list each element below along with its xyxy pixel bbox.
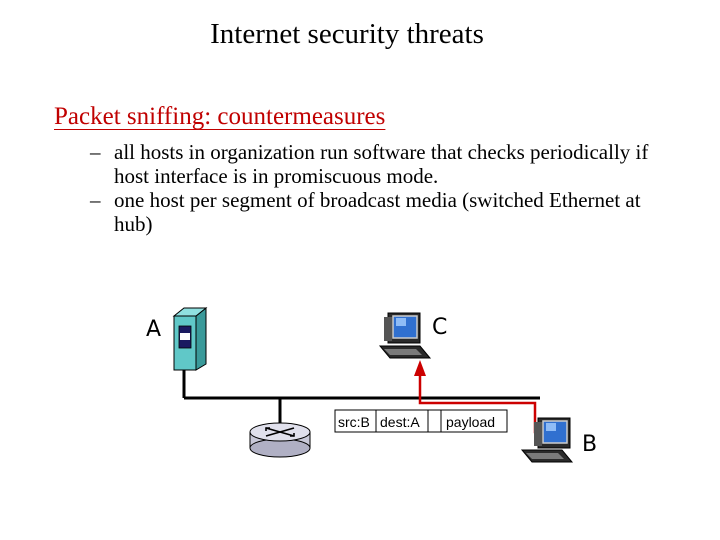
packet-dest: dest:A xyxy=(380,414,420,430)
packet-outline xyxy=(334,409,508,433)
server-icon xyxy=(172,306,208,371)
bullet-text: all hosts in organization run software t… xyxy=(114,140,649,188)
host-c-label: C xyxy=(432,315,447,340)
sniff-arrowhead xyxy=(414,360,426,376)
computer-icon xyxy=(520,417,574,463)
bullet-item: – all hosts in organization run software… xyxy=(90,140,650,188)
host-b-label: B xyxy=(582,432,597,457)
computer-icon xyxy=(378,312,432,359)
bullet-item: – one host per segment of broadcast medi… xyxy=(90,188,650,236)
slide-subheading: Packet sniffing: countermeasures xyxy=(54,103,386,130)
host-a-label: A xyxy=(146,317,161,342)
slide-title: Internet security threats xyxy=(210,18,484,50)
packet-src: src:B xyxy=(338,414,370,430)
router-icon xyxy=(249,422,311,458)
packet: src:B dest:A payload xyxy=(334,409,508,433)
bullet-marker: – xyxy=(90,188,101,212)
packet-payload: payload xyxy=(446,414,495,430)
bullet-text: one host per segment of broadcast media … xyxy=(114,188,641,236)
bullet-marker: – xyxy=(90,140,101,164)
bullet-list: – all hosts in organization run software… xyxy=(90,140,650,236)
